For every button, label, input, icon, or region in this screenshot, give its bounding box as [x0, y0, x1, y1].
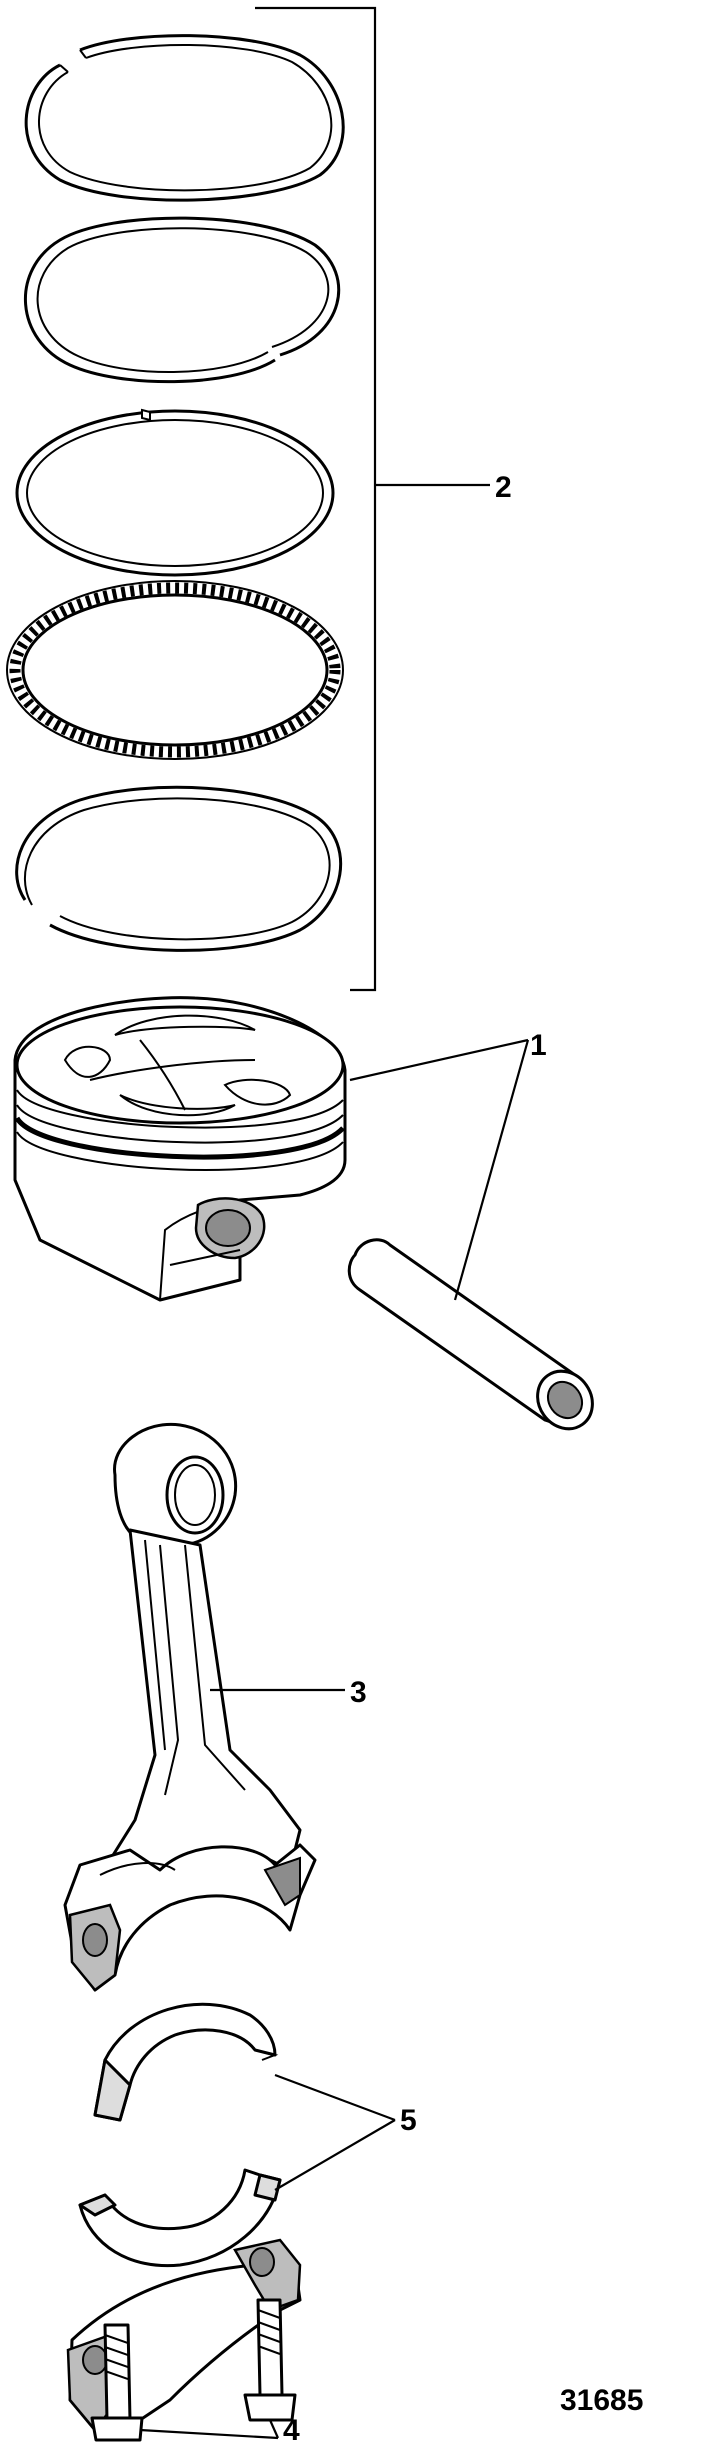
rod-bolt-right	[243, 2298, 297, 2422]
piston	[13, 996, 347, 1302]
compression-ring-top	[24, 34, 345, 202]
rod-bolt-left	[90, 2323, 144, 2442]
oil-ring-expander	[6, 580, 344, 760]
callout-1: 1	[530, 1029, 547, 1062]
piston-ring-grooves	[14, 1089, 345, 1171]
callout-2: 2	[495, 471, 512, 504]
ring-set-bracket	[255, 6, 377, 992]
connecting-rod	[63, 1422, 317, 1992]
bearing-upper-leader	[274, 2073, 396, 2122]
callout-4: 4	[283, 2414, 300, 2442]
bolt-left-leader	[139, 2428, 279, 2440]
bearing-lower-leader	[274, 2119, 396, 2191]
compression-ring-second	[24, 216, 340, 384]
oil-ring-rail-upper	[15, 408, 335, 577]
ring-set	[6, 6, 490, 992]
pin-leader	[453, 1039, 530, 1301]
piston-crown-detail	[63, 1014, 292, 1117]
callout-5: 5	[400, 2104, 417, 2137]
figure-number: 31685	[560, 2384, 643, 2417]
oil-ring-rail-lower	[15, 785, 343, 952]
piston-leader	[349, 1038, 529, 1082]
callout-3: 3	[350, 1676, 367, 1709]
rod-bearing-lower	[78, 2168, 282, 2268]
rod-bearing-upper	[93, 2002, 279, 2122]
bolt-right-leader	[268, 2419, 280, 2439]
piston-pin	[347, 1238, 594, 1431]
